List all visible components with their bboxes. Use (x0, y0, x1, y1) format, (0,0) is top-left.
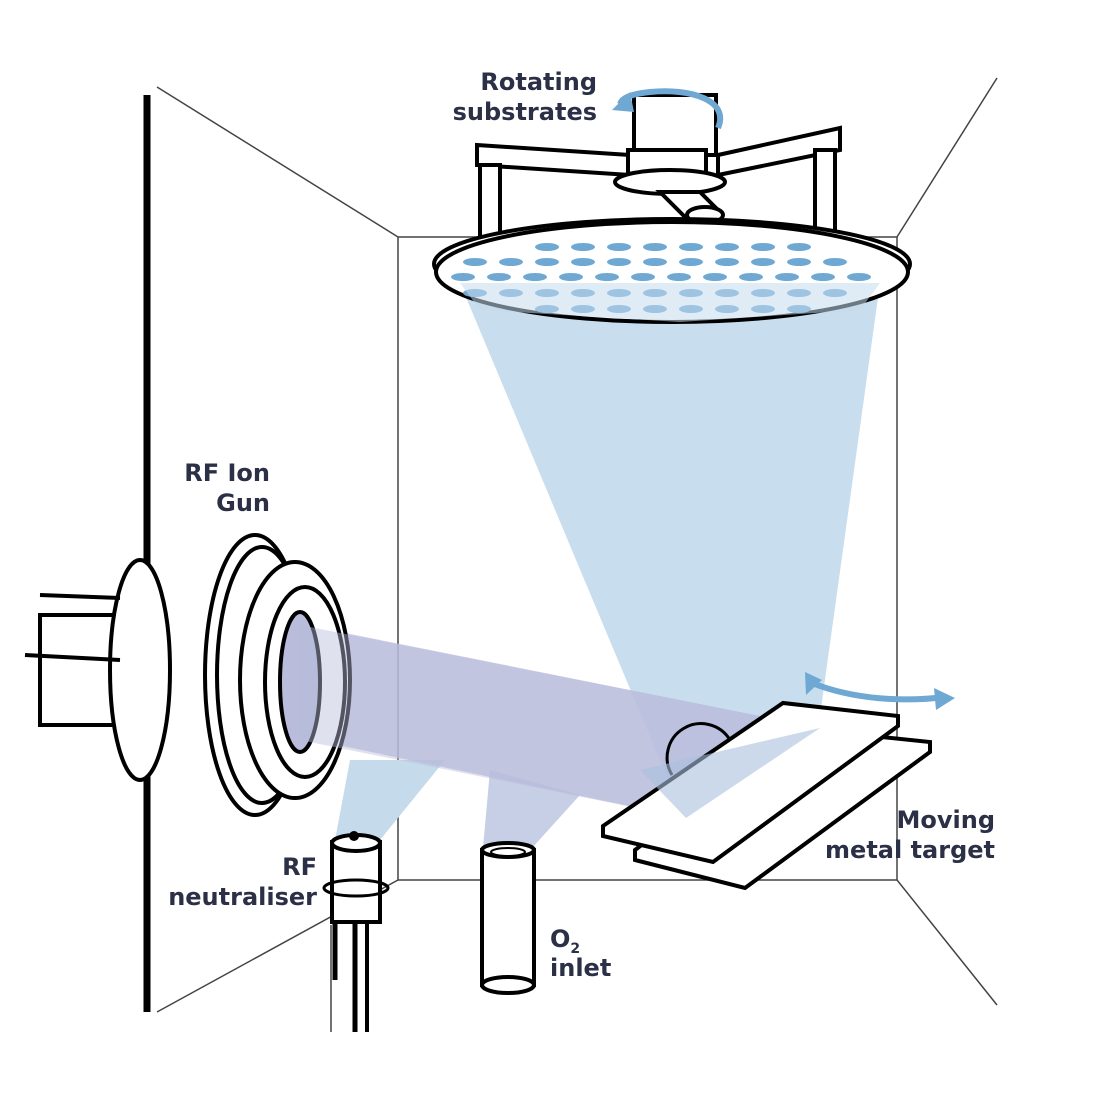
substrate-dot (535, 243, 559, 251)
substrate-dot (451, 273, 475, 281)
substrate-dot (595, 273, 619, 281)
substrate-dot (751, 243, 775, 251)
substrate-dot (715, 258, 739, 266)
substrate-dot (811, 273, 835, 281)
o2-inlet (480, 841, 536, 995)
substrate-dot (679, 243, 703, 251)
substrate-dot (823, 258, 847, 266)
deposition-cone (460, 283, 880, 820)
label-rf-ion: RF Ion (184, 459, 270, 487)
substrate-dot (571, 243, 595, 251)
substrate-dot (607, 258, 631, 266)
substrate-dot (643, 243, 667, 251)
substrate-dot (739, 273, 763, 281)
substrate-dot (463, 258, 487, 266)
label-neutraliser: neutraliser (168, 883, 317, 911)
label-gun: Gun (216, 489, 270, 517)
label-moving: Moving (896, 806, 995, 834)
label-inlet: inlet (550, 954, 611, 982)
substrate-dot (703, 273, 727, 281)
substrate-dot (787, 243, 811, 251)
substrate-dot (643, 258, 667, 266)
substrate-dot (535, 258, 559, 266)
substrate-dot (775, 273, 799, 281)
neutraliser-plume (335, 760, 445, 840)
target-motion-arrow-icon (810, 680, 946, 703)
label-metal-target: metal target (825, 836, 995, 864)
label-rf: RF (282, 853, 317, 881)
substrate-dot (715, 243, 739, 251)
substrate-dot (523, 273, 547, 281)
substrate-dot (847, 273, 871, 281)
chamber (143, 77, 998, 1032)
label-o2: O2 (550, 925, 580, 957)
substrate-dot (559, 273, 583, 281)
metal-target (601, 700, 932, 891)
substrate-dot (751, 258, 775, 266)
substrate-dot (571, 258, 595, 266)
substrate-dot (679, 258, 703, 266)
substrate-dot (499, 258, 523, 266)
substrate-dot (631, 273, 655, 281)
rf-neutraliser (322, 831, 390, 1032)
label-substrates: substrates (453, 98, 597, 126)
substrate-dot (667, 273, 691, 281)
substrate-dot (607, 243, 631, 251)
label-rotating: Rotating (480, 68, 597, 96)
substrate-dot (787, 258, 811, 266)
rf-ion-gun (24, 533, 352, 817)
substrate-dot (487, 273, 511, 281)
